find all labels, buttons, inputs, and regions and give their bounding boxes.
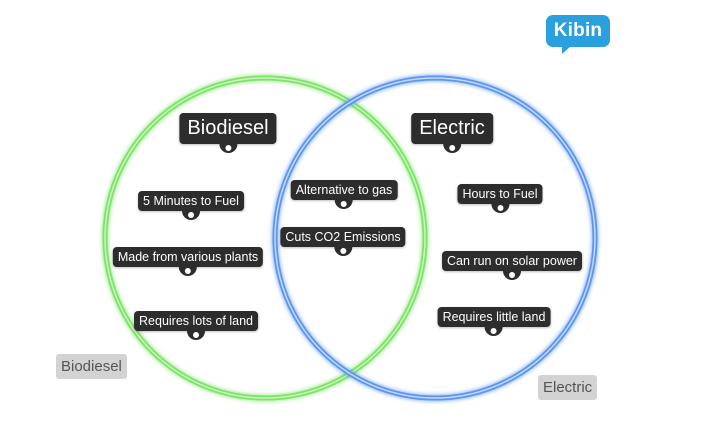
pin-icon — [179, 264, 197, 276]
biodiesel-item[interactable]: Made from various plants — [112, 247, 264, 276]
item-text: 5 Minutes to Fuel — [143, 194, 239, 208]
electric-item[interactable]: Can run on solar power — [442, 251, 582, 280]
item-text: Hours to Fuel — [462, 187, 538, 201]
pin-icon — [485, 324, 503, 336]
item-text: Alternative to gas — [295, 183, 393, 197]
pin-icon — [491, 201, 509, 213]
pin-icon — [186, 328, 205, 340]
kibin-logo[interactable]: Kibin — [546, 15, 610, 54]
shared-item[interactable]: Cuts CO2 Emissions — [280, 227, 406, 256]
item-text: Can run on solar power — [447, 254, 577, 268]
item-text: Made from various plants — [117, 250, 259, 264]
pin-icon — [218, 141, 237, 153]
shared-item[interactable]: Alternative to gas — [290, 180, 398, 209]
electric-title[interactable]: Electric — [411, 113, 493, 153]
item-text: Requires little land — [442, 310, 546, 324]
biodiesel-circle-inner — [104, 77, 426, 399]
biodiesel-title-text: Biodiesel — [187, 117, 269, 139]
pin-icon — [334, 244, 352, 256]
biodiesel-title[interactable]: Biodiesel — [179, 113, 277, 153]
biodiesel-item[interactable]: 5 Minutes to Fuel — [138, 191, 244, 220]
electric-title-text: Electric — [419, 117, 485, 139]
pin-icon — [335, 197, 353, 209]
electric-set-label[interactable]: Electric — [538, 375, 598, 400]
pin-icon — [181, 208, 200, 220]
biodiesel-item[interactable]: Requires lots of land — [134, 311, 258, 340]
electric-item[interactable]: Hours to Fuel — [457, 184, 543, 213]
biodiesel-set-label[interactable]: Biodiesel — [56, 354, 127, 379]
pin-icon — [503, 268, 521, 280]
electric-item[interactable]: Requires little land — [437, 307, 551, 336]
item-text: Cuts CO2 Emissions — [285, 230, 401, 244]
item-text: Requires lots of land — [139, 314, 253, 328]
electric-circle-inner — [274, 77, 596, 399]
pin-icon — [442, 141, 461, 153]
